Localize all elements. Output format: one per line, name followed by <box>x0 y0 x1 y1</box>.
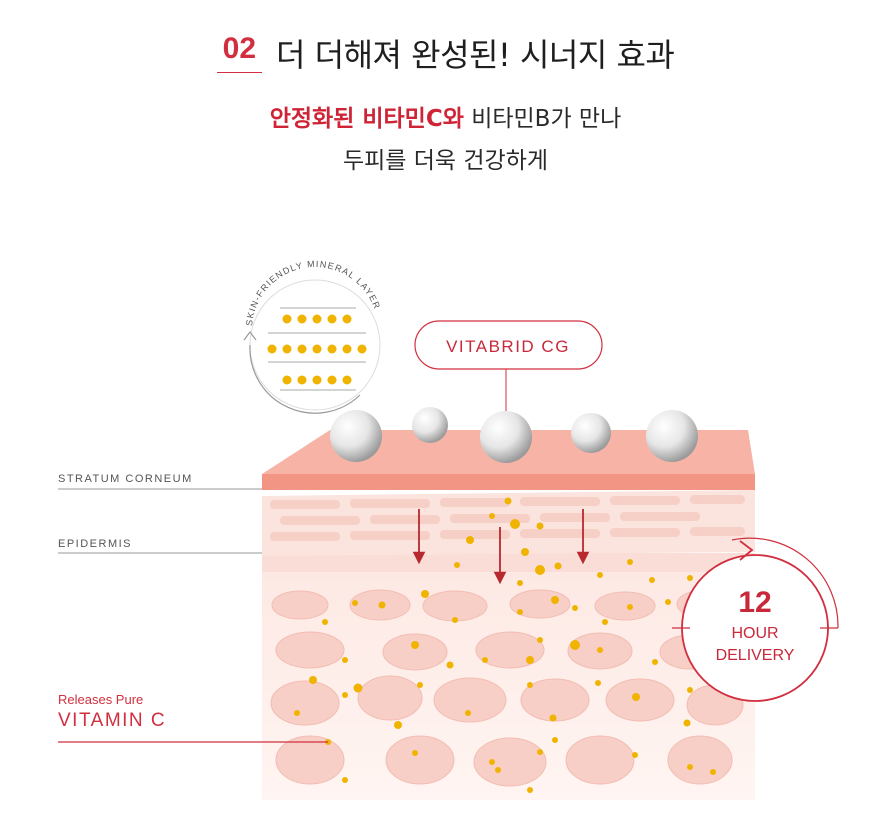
subtitle-line2: 두피를 더욱 건강하게 <box>342 148 549 174</box>
delivery-badge: 12 HOUR DELIVERY <box>672 537 839 702</box>
subtitle-rest: 비타민B가 만나 <box>463 106 622 132</box>
subtitle-highlight: 안정화된 비타민C와 <box>269 106 464 132</box>
section-header: 02 더 더해져 완성된! 시너지 효과 안정화된 비타민C와 비타민B가 만나… <box>0 30 891 182</box>
layer-labels: STRATUM CORNEUM EPIDERMIS Releases Pure … <box>58 473 328 743</box>
delivery-number: 12 <box>738 586 771 619</box>
delivery-line1: HOUR <box>731 625 778 642</box>
epidermis-layer <box>262 490 755 572</box>
releases-label: Releases Pure <box>58 692 143 707</box>
vitamin-c-dots <box>294 497 716 793</box>
subtitle: 안정화된 비타민C와 비타민B가 만나 두피를 더욱 건강하게 <box>0 98 891 182</box>
title-row: 02 더 더해져 완성된! 시너지 효과 <box>216 30 675 76</box>
dermis-layer <box>262 572 755 800</box>
vitabrid-callout: VITABRID CG <box>414 320 603 412</box>
vitabrid-particles <box>330 407 698 463</box>
stratum-corneum-label: STRATUM CORNEUM <box>58 473 193 485</box>
delivery-line2: DELIVERY <box>716 647 795 664</box>
section-number: 02 <box>216 33 263 73</box>
epidermis-label: EPIDERMIS <box>58 538 132 550</box>
vitamin-c-label: VITAMIN C <box>58 710 166 731</box>
vitabrid-label: VITABRID CG <box>446 337 570 356</box>
mineral-layer-badge: SKIN-FRIENDLY MINERAL LAYER <box>243 259 381 414</box>
section-title: 더 더해져 완성된! 시너지 효과 <box>276 36 675 74</box>
penetration-arrows <box>412 509 590 585</box>
